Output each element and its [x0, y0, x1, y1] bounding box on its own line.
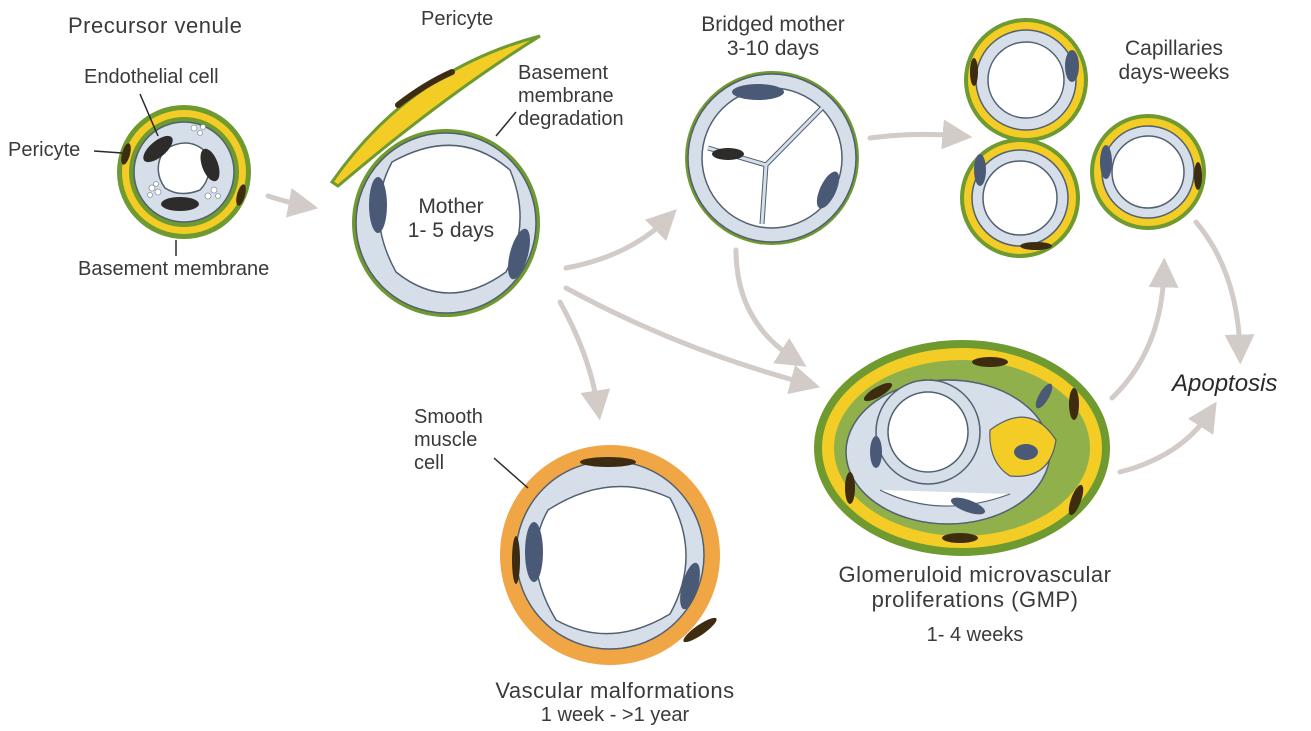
arrow-capillaries-to-apoptosis	[1196, 222, 1240, 352]
mother-duration: 1- 5 days	[398, 219, 504, 243]
bm-degradation-label: Basement membrane degradation	[518, 62, 624, 131]
pericyte-leader	[94, 151, 122, 153]
bm-degradation-leader	[496, 112, 516, 136]
apoptosis-label: Apoptosis	[1172, 370, 1277, 398]
bridged-mother-title: Bridged mother	[670, 13, 876, 37]
capillaries-label: Capillaries days-weeks	[1104, 37, 1244, 85]
basement-membrane-label: Basement membrane	[78, 258, 269, 281]
pericyte-label-left: Pericyte	[8, 139, 80, 162]
smooth-muscle-line: Smooth	[414, 406, 483, 429]
capillaries-duration: days-weeks	[1104, 61, 1244, 85]
vascular-malformations-duration: 1 week - >1 year	[510, 704, 720, 727]
capillary	[964, 18, 1088, 142]
gmp-title: Glomeruloid microvascular	[790, 562, 1160, 587]
arrow-bridged-to-capillaries	[870, 134, 960, 138]
arrow-mother-to-bridged	[566, 218, 668, 268]
arrow-precursor-to-mother	[268, 196, 306, 206]
gmp-label: Glomeruloid microvascular proliferations…	[790, 562, 1160, 613]
gmp-duration: 1- 4 weeks	[900, 624, 1050, 647]
nucleus	[712, 148, 744, 160]
arrow-mother-to-gmp	[566, 288, 808, 384]
bridged-mother-illustration	[685, 71, 859, 245]
smooth-muscle-cell-label: Smooth muscle cell	[414, 406, 483, 475]
precursor-venule-label: Precursor venule	[68, 13, 242, 38]
capillaries-title: Capillaries	[1104, 37, 1244, 61]
arrow-gmp-to-apoptosis	[1120, 412, 1210, 472]
arrow-bridged-to-gmp	[736, 250, 796, 360]
capillary	[1090, 114, 1206, 230]
mother-label: Mother 1- 5 days	[398, 195, 504, 243]
vascular-malformation-illustration	[494, 445, 720, 665]
bm-degradation-line: Basement	[518, 62, 624, 85]
endothelial-cell-label: Endothelial cell	[84, 66, 219, 89]
nucleus	[369, 177, 387, 233]
bm-degradation-line: degradation	[518, 108, 624, 131]
vascular-malformations-label: Vascular malformations	[450, 678, 780, 703]
nucleus	[732, 84, 784, 100]
precursor-venule-illustration	[94, 94, 251, 256]
arrow-gmp-to-capillaries	[1112, 270, 1164, 398]
mother-title: Mother	[398, 195, 504, 219]
bm-degradation-line: membrane	[518, 85, 624, 108]
capillary	[960, 138, 1080, 258]
gmp-subtitle: proliferations (GMP)	[790, 587, 1160, 612]
pericyte-label-top: Pericyte	[421, 8, 493, 31]
smooth-muscle-line: cell	[414, 452, 483, 475]
nucleus	[161, 197, 199, 211]
smooth-muscle-line: muscle	[414, 429, 483, 452]
bridged-mother-duration: 3-10 days	[670, 37, 876, 61]
bridged-mother-label: Bridged mother 3-10 days	[670, 13, 876, 61]
smooth-muscle-leader	[494, 458, 528, 488]
arrow-mother-to-malformations	[560, 302, 598, 408]
gmp-illustration	[814, 340, 1110, 556]
